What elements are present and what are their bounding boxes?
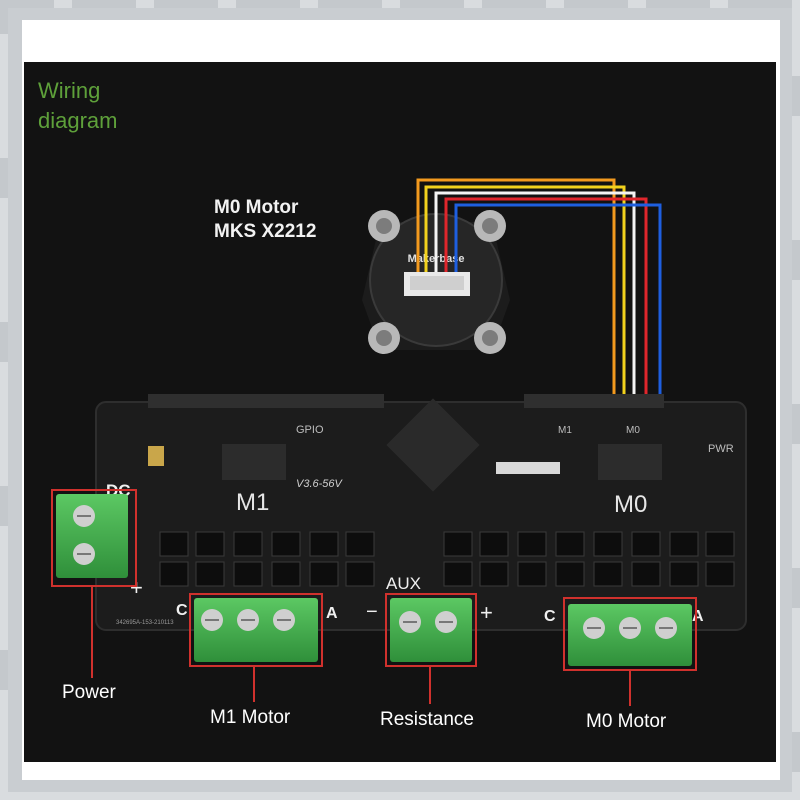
mosfet bbox=[345, 531, 375, 557]
mosfet-row bbox=[159, 531, 735, 587]
board-version-label: V3.6-56V bbox=[296, 478, 344, 490]
callout-markers bbox=[51, 489, 697, 706]
screw-icon bbox=[73, 505, 95, 527]
m1-terminal bbox=[194, 598, 318, 662]
screw-icon bbox=[73, 543, 95, 565]
header-pins-right bbox=[524, 394, 664, 408]
title-line-1: Wiring bbox=[38, 78, 101, 103]
wire-blue bbox=[454, 203, 662, 404]
mosfet bbox=[233, 531, 263, 557]
mosfet bbox=[593, 561, 623, 587]
mount-screw-icon bbox=[368, 210, 400, 242]
callout-m0-motor: M0 Motor bbox=[586, 711, 667, 732]
screw-icon bbox=[201, 609, 223, 631]
dip-switch bbox=[148, 446, 164, 466]
mosfet bbox=[631, 561, 661, 587]
mosfet bbox=[517, 561, 547, 587]
pin-header bbox=[496, 462, 560, 474]
mosfet bbox=[669, 561, 699, 587]
mosfet bbox=[705, 561, 735, 587]
mosfet bbox=[345, 561, 375, 587]
motor-label-line-1: M0 Motor bbox=[214, 197, 299, 218]
mosfet bbox=[271, 561, 301, 587]
screw-icon bbox=[619, 617, 641, 639]
mosfet bbox=[443, 531, 473, 557]
driver-chip-right bbox=[598, 444, 662, 480]
gpio-label: GPIO bbox=[296, 424, 324, 436]
screw-icon bbox=[273, 609, 295, 631]
mosfet bbox=[593, 531, 623, 557]
aux-minus-label: − bbox=[366, 601, 378, 623]
power-terminal bbox=[56, 494, 128, 578]
m0-c-label: C bbox=[544, 608, 556, 625]
header-pins-left bbox=[148, 394, 384, 408]
pwr-label: PWR bbox=[708, 443, 734, 455]
wire-red bbox=[444, 197, 648, 404]
mosfet bbox=[479, 531, 509, 557]
motor-model-label: M0 Motor MKS X2212 bbox=[214, 196, 316, 244]
driver-board: GPIO M1 M0 PWR M1 M0 V3.6-56V DC AUX + C… bbox=[95, 394, 747, 631]
section-label-m0: M0 bbox=[614, 491, 647, 518]
callout-box-power bbox=[51, 489, 137, 587]
mosfet bbox=[159, 531, 189, 557]
wire-orange bbox=[416, 178, 616, 404]
mosfet bbox=[195, 561, 225, 587]
wire-white bbox=[434, 191, 636, 404]
screw-icon bbox=[583, 617, 605, 639]
mount-screw-icon bbox=[474, 322, 506, 354]
mcu-chip bbox=[386, 398, 480, 492]
motor-label-line-2: MKS X2212 bbox=[214, 221, 317, 242]
callout-power: Power bbox=[62, 682, 116, 703]
title-line-2: diagram bbox=[38, 108, 118, 133]
m0-small-label: M0 bbox=[626, 425, 640, 436]
m1-a-label: A bbox=[326, 605, 338, 622]
mosfet bbox=[195, 531, 225, 557]
dc-plus-label: + bbox=[130, 575, 143, 600]
mosfet bbox=[309, 531, 339, 557]
m1-small-label: M1 bbox=[558, 425, 572, 436]
mosfet bbox=[555, 561, 585, 587]
screw-icon bbox=[435, 611, 457, 633]
driver-chip-left bbox=[222, 444, 286, 480]
board-serial: 342695A-153-210113 bbox=[116, 620, 174, 626]
section-label-m1: M1 bbox=[236, 489, 269, 516]
aux-terminal bbox=[390, 598, 472, 662]
screw-icon bbox=[399, 611, 421, 633]
callout-m1-motor: M1 Motor bbox=[210, 707, 291, 728]
callout-resistance: Resistance bbox=[380, 709, 474, 730]
mount-screw-icon bbox=[474, 210, 506, 242]
diagram-title: Wiring diagram bbox=[38, 76, 158, 136]
screw-icon bbox=[655, 617, 677, 639]
mosfet bbox=[555, 531, 585, 557]
aux-label: AUX bbox=[386, 574, 421, 593]
m1-c-label: C bbox=[176, 602, 188, 619]
mosfet bbox=[271, 531, 301, 557]
motor-encoder: Makerbase bbox=[362, 210, 510, 354]
encoder-wires bbox=[416, 178, 662, 404]
mosfet bbox=[517, 531, 547, 557]
callout-box-m1 bbox=[189, 593, 323, 667]
m0-terminal bbox=[568, 604, 692, 666]
mosfet bbox=[669, 531, 699, 557]
mosfet bbox=[443, 561, 473, 587]
m0-a-label: A bbox=[692, 608, 704, 625]
mosfet bbox=[479, 561, 509, 587]
mosfet bbox=[631, 531, 661, 557]
mount-screw-icon bbox=[368, 322, 400, 354]
mosfet bbox=[159, 561, 189, 587]
mosfet bbox=[705, 531, 735, 557]
mosfet bbox=[309, 561, 339, 587]
aux-plus-label: + bbox=[480, 600, 493, 625]
screw-icon bbox=[237, 609, 259, 631]
wire-yellow bbox=[424, 185, 626, 404]
mosfet bbox=[233, 561, 263, 587]
